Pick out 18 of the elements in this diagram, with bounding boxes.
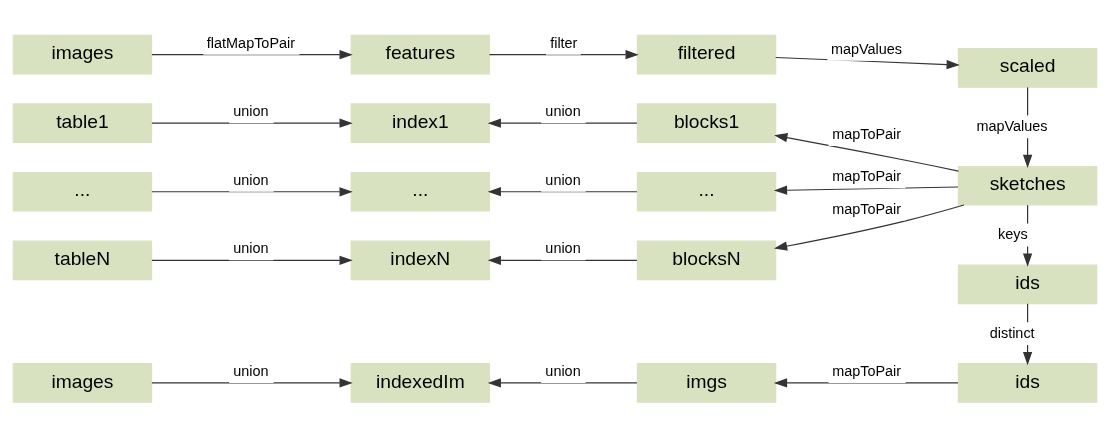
edge-label: keys [998,226,1028,243]
edge-label: union [545,240,581,257]
edge-label: mapValues [830,40,903,57]
edge-label: union [545,103,581,120]
edge-label: union [233,362,269,379]
edge-label: union [233,103,269,120]
edge-label: union [545,362,581,379]
edge-label: mapToPair [832,200,902,217]
edge-label: filter [550,34,578,51]
edge-label: mapValues [976,118,1048,135]
edge-label: union [233,240,269,257]
edge-label: union [545,171,581,188]
edge-label: flatMapToPair [206,34,296,51]
edge-label: union [233,171,269,188]
edge-label: mapToPair [832,125,902,142]
edge-label: mapToPair [832,362,902,379]
edge-label: distinct [989,324,1035,341]
edge-label: mapToPair [832,168,902,185]
